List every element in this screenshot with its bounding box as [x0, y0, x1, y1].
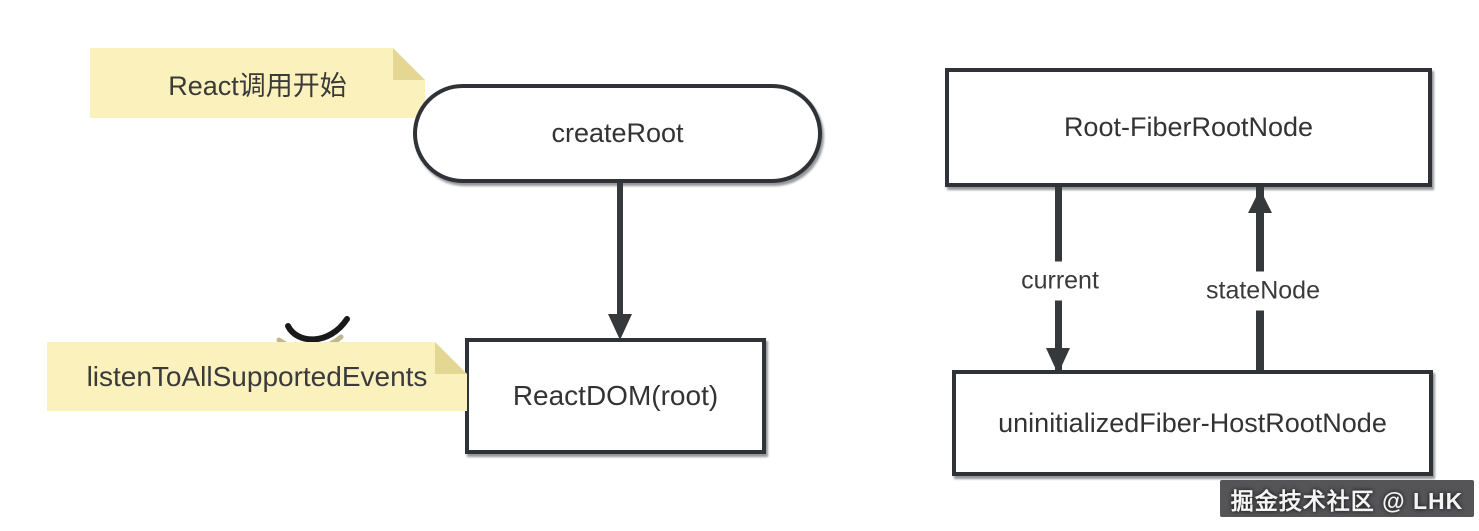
edge-label-statenode: stateNode [1196, 271, 1330, 311]
juejin-watermark: 掘金技术社区 @ LHK [1220, 480, 1474, 517]
sticky-note-listen-events: listenToAllSupportedEvents [47, 342, 467, 411]
node-reactdom-root-label: ReactDOM(root) [512, 380, 719, 411]
sticky-note-react-start-label: React调用开始 [168, 70, 347, 101]
arrowhead-down-icon [1046, 348, 1070, 374]
note-fold-corner [393, 48, 425, 80]
node-reactdom-root: ReactDOM(root) [465, 338, 766, 454]
note-fold-corner [435, 342, 467, 374]
sticky-note-react-start: React调用开始 [90, 48, 425, 118]
node-create-root-label: createRoot [551, 118, 684, 148]
edge-label-current: current [1011, 261, 1109, 301]
node-create-root: createRoot [413, 84, 822, 183]
node-host-root: uninitializedFiber-HostRootNode [952, 370, 1433, 476]
arrowhead-up-icon [1248, 189, 1272, 213]
arrowhead-down-icon [608, 314, 632, 340]
edge-createroot-to-reactdom [617, 182, 623, 316]
node-host-root-label: uninitializedFiber-HostRootNode [998, 407, 1387, 438]
node-fiber-root-label: Root-FiberRootNode [1063, 112, 1314, 142]
sticky-note-listen-events-label: listenToAllSupportedEvents [86, 360, 428, 392]
node-fiber-root: Root-FiberRootNode [945, 68, 1432, 187]
